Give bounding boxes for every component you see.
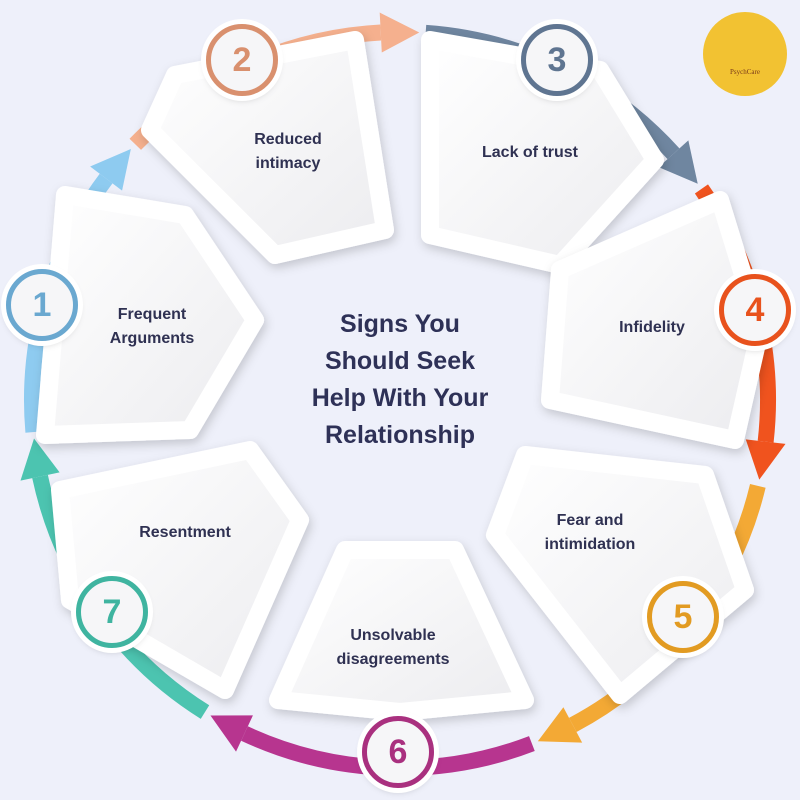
psychcare-logo: PsychCare	[703, 12, 787, 96]
step-3-badge: 3	[521, 24, 593, 96]
step-6-badge: 6	[362, 716, 434, 788]
arrowhead-icon	[210, 715, 253, 752]
arrowhead-icon	[379, 12, 420, 53]
step-1-badge: 1	[6, 269, 78, 341]
step-7-card	[51, 441, 309, 699]
arrowhead-icon	[20, 438, 60, 481]
logo-text: PsychCare	[730, 68, 760, 76]
title-line: Signs You	[340, 310, 460, 338]
title-line: Should Seek	[324, 347, 476, 375]
step-4-card	[541, 191, 769, 449]
step-2-badge: 2	[206, 24, 278, 96]
step-3-label: Lack of trust	[481, 144, 579, 161]
arrowhead-icon	[658, 140, 698, 184]
step-4-label: Infidelity	[619, 319, 685, 336]
step-6-card	[269, 541, 534, 721]
step-5-card	[486, 446, 754, 704]
step-2-card	[141, 31, 394, 264]
step-1-card	[36, 186, 264, 444]
step-7-label: Resentment	[139, 524, 231, 541]
arrowhead-icon	[745, 439, 786, 480]
arrowhead-icon	[90, 149, 131, 191]
arrowhead-icon	[537, 707, 583, 743]
step-7-badge: 7	[76, 576, 148, 648]
title-line: Relationship	[324, 421, 475, 449]
diagram-title: Signs You Should Seek Help With Your Rel…	[270, 306, 530, 454]
step-4-badge: 4	[719, 274, 791, 346]
step-5-badge: 5	[647, 581, 719, 653]
title-line: Help With Your	[311, 384, 489, 412]
